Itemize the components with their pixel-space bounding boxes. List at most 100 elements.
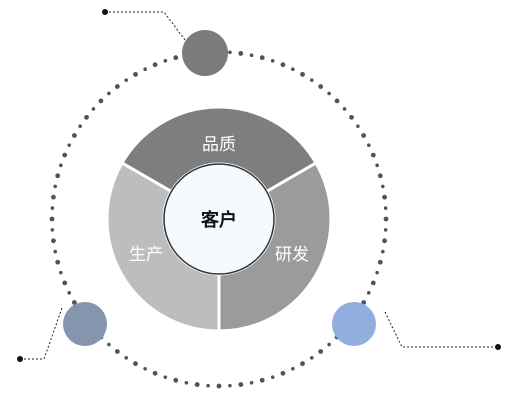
orbit-dot <box>380 249 385 254</box>
orbit-dot <box>67 143 72 147</box>
orbit-dot <box>84 114 89 120</box>
orbit-dot <box>143 67 147 72</box>
orbit-dot <box>55 259 61 265</box>
orbit-dot <box>366 143 371 147</box>
orbit-dot <box>114 84 120 89</box>
orbit-dot <box>318 84 324 89</box>
center-label: 客户 <box>201 209 237 231</box>
orbit-dot <box>124 356 129 360</box>
leader-line-bottom-left <box>20 307 63 360</box>
orbit-dot <box>280 62 286 68</box>
orbit-dot <box>270 375 275 379</box>
orbit-dot <box>91 107 96 111</box>
segment-label-rnd: 研发 <box>275 245 309 265</box>
orbit-dot <box>375 270 379 275</box>
orbit-dot <box>383 228 388 232</box>
orbit-dot <box>62 152 68 158</box>
orbit-dot <box>377 173 383 179</box>
orbit-dot <box>291 67 295 72</box>
orbit-dot <box>361 133 367 138</box>
orbit-dot <box>370 152 376 158</box>
orbit-dot <box>382 238 387 244</box>
orbit-dot <box>370 280 376 286</box>
orbit-dot <box>327 91 331 96</box>
orbit-dot <box>206 383 210 388</box>
orbit-dot <box>309 356 314 360</box>
orbit-dot <box>194 382 200 387</box>
orbit-dot <box>238 51 244 56</box>
orbit-dot <box>152 370 158 376</box>
leader-endpoint-top <box>102 9 108 15</box>
orbit-dot <box>238 382 244 387</box>
orbit-dot <box>124 78 129 82</box>
orbit-dot <box>143 366 147 371</box>
orbit-dot <box>327 342 331 347</box>
donut-ring <box>105 105 333 333</box>
orbit-dot <box>309 78 314 82</box>
orbit-dot <box>107 91 111 96</box>
leader-lines <box>17 9 501 362</box>
orbit-dot <box>49 216 55 222</box>
orbit-dot <box>383 206 388 210</box>
orbit-dot <box>133 71 138 77</box>
segment-label-quality: 品质 <box>202 135 236 155</box>
orbit-dot <box>249 53 254 58</box>
leader-endpoint-bottom-left <box>17 356 23 362</box>
leader-line-top <box>105 11 189 45</box>
orbit-dot <box>67 291 72 295</box>
orbit-dot <box>383 216 389 222</box>
orbit-dot <box>216 383 222 389</box>
orbit-dot <box>53 249 58 254</box>
orbit-dot <box>163 375 168 379</box>
orbit-dot <box>291 366 295 371</box>
orbit-dot <box>228 383 232 388</box>
orbit-dot <box>50 228 55 232</box>
orbit-dot <box>173 55 179 61</box>
orbit-dot <box>78 124 82 129</box>
orbit-dot <box>300 71 305 77</box>
orbit-dot <box>59 270 63 275</box>
orbit-dot <box>377 259 383 265</box>
center-circle <box>163 163 275 275</box>
orbit-dot <box>280 370 286 376</box>
orbit-dot <box>349 114 354 120</box>
orbit-dot <box>71 133 77 138</box>
orbit-dot <box>51 194 56 200</box>
orbit-dot <box>62 280 68 286</box>
leader-line-bottom-right <box>384 311 498 348</box>
orbit-dot <box>375 163 379 168</box>
orbit-dot <box>71 300 77 305</box>
orbit-dot <box>382 194 387 200</box>
leader-endpoint-bottom-right <box>495 344 501 350</box>
orbit-dot <box>55 173 61 179</box>
orbit-dot <box>59 163 63 168</box>
segment-label-production: 生产 <box>129 245 163 265</box>
orbit-dot <box>259 377 265 383</box>
orbit-dot <box>107 342 111 347</box>
orbit-node-bottom-left <box>63 302 107 346</box>
orbit-dot <box>342 107 347 111</box>
orbit-dot <box>318 349 324 354</box>
orbit-dot <box>98 98 104 104</box>
orbit-dot <box>259 55 265 61</box>
orbit-node-bottom-right <box>332 302 376 346</box>
orbit-dot <box>366 291 371 295</box>
dotted-orbit-ring <box>49 49 389 389</box>
orbit-dot <box>152 62 158 68</box>
orbit-node-top <box>182 30 228 76</box>
orbit-dot <box>270 59 275 63</box>
orbit-dot <box>114 349 120 354</box>
orbit-dot <box>228 50 232 55</box>
orbit-dot <box>380 184 385 189</box>
orbit-dot <box>356 124 360 129</box>
orbit-dot <box>173 377 179 383</box>
orbit-dot <box>133 361 138 367</box>
orbit-dot <box>300 361 305 367</box>
orbit-dot <box>50 206 55 210</box>
orbit-dot <box>51 238 56 244</box>
orbit-dot <box>334 98 340 104</box>
orbit-dot <box>184 380 189 385</box>
orbit-dot <box>163 59 168 63</box>
